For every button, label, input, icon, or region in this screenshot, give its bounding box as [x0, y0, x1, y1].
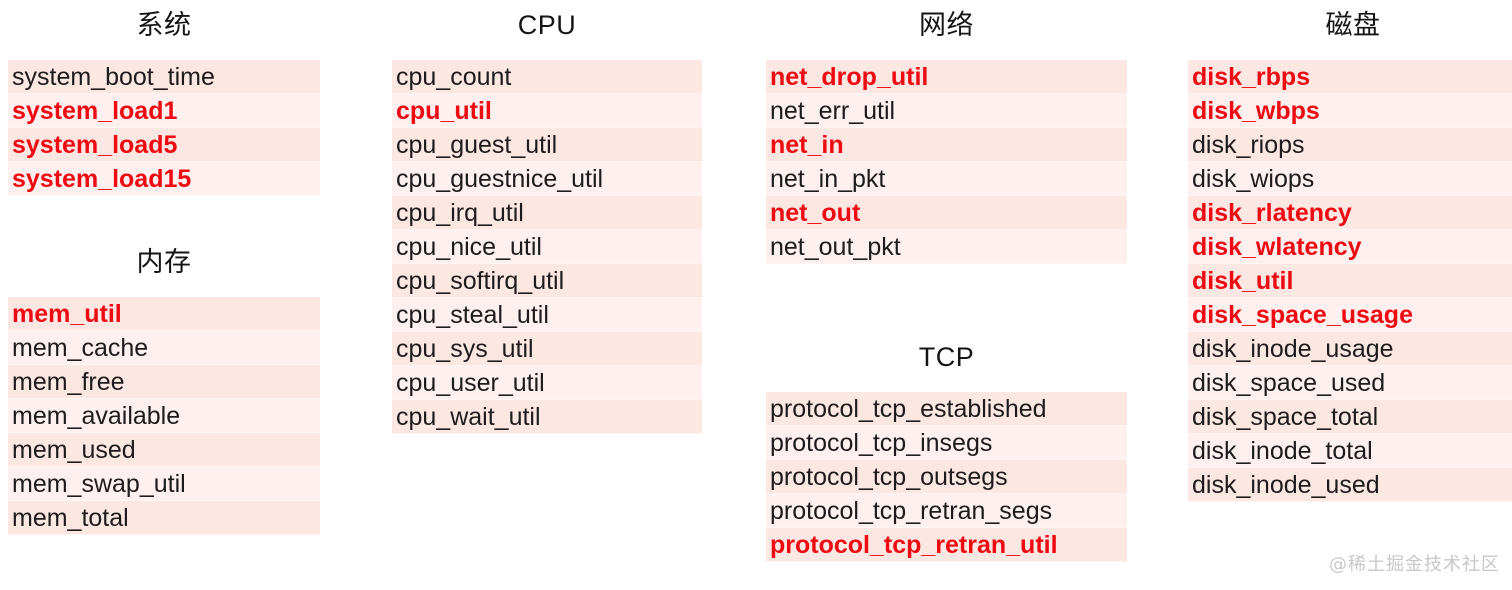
metric-row[interactable]: mem_cache — [8, 331, 320, 365]
metric-row[interactable]: system_load1 — [8, 94, 320, 128]
metric-row[interactable]: cpu_wait_util — [392, 400, 702, 434]
metric-row[interactable]: disk_wbps — [1188, 94, 1512, 128]
metric-row[interactable]: disk_space_used — [1188, 366, 1512, 400]
metric-row[interactable]: mem_swap_util — [8, 467, 320, 501]
metric-row[interactable]: mem_used — [8, 433, 320, 467]
metric-row[interactable]: mem_free — [8, 365, 320, 399]
metric-row[interactable]: mem_available — [8, 399, 320, 433]
title-spacer — [766, 374, 1127, 392]
metric-row[interactable]: protocol_tcp_insegs — [766, 426, 1127, 460]
group-title-disk: 磁盘 — [1325, 10, 1381, 40]
metric-row[interactable]: net_in_pkt — [766, 162, 1127, 196]
group-title-system: 系统 — [136, 10, 192, 40]
metric-row[interactable]: mem_util — [8, 297, 320, 331]
metric-row[interactable]: system_load15 — [8, 162, 320, 196]
title-spacer — [8, 279, 320, 297]
metric-row[interactable]: protocol_tcp_established — [766, 392, 1127, 426]
metric-row[interactable]: net_out_pkt — [766, 230, 1127, 264]
metric-row[interactable]: cpu_guestnice_util — [392, 162, 702, 196]
metric-row[interactable]: cpu_irq_util — [392, 196, 702, 230]
metric-row[interactable]: disk_inode_used — [1188, 468, 1512, 502]
metric-row[interactable]: disk_util — [1188, 264, 1512, 298]
group-title-cpu: CPU — [517, 10, 577, 40]
metric-row[interactable]: cpu_steal_util — [392, 298, 702, 332]
metric-row[interactable]: disk_rbps — [1188, 60, 1512, 94]
title-spacer — [392, 42, 702, 60]
metric-row[interactable]: cpu_user_util — [392, 366, 702, 400]
metric-row[interactable]: disk_inode_usage — [1188, 332, 1512, 366]
metric-row[interactable]: cpu_util — [392, 94, 702, 128]
metric-row[interactable]: disk_rlatency — [1188, 196, 1512, 230]
title-spacer — [8, 42, 320, 60]
metric-row[interactable]: cpu_guest_util — [392, 128, 702, 162]
metric-row[interactable]: net_drop_util — [766, 60, 1127, 94]
metric-row[interactable]: protocol_tcp_retran_util — [766, 528, 1127, 562]
watermark: @稀土掘金技术社区 — [1329, 554, 1500, 575]
metric-row[interactable]: net_in — [766, 128, 1127, 162]
metric-row[interactable]: cpu_softirq_util — [392, 264, 702, 298]
metric-row[interactable]: net_err_util — [766, 94, 1127, 128]
metric-row[interactable]: cpu_sys_util — [392, 332, 702, 366]
metric-row[interactable]: disk_space_total — [1188, 400, 1512, 434]
group-title-memory: 内存 — [136, 247, 192, 277]
metric-row[interactable]: mem_total — [8, 501, 320, 535]
metric-row[interactable]: system_boot_time — [8, 60, 320, 94]
metric-row[interactable]: disk_wiops — [1188, 162, 1512, 196]
group-title-network: 网络 — [919, 10, 974, 40]
group-title-tcp: TCP — [918, 342, 975, 372]
metric-row[interactable]: protocol_tcp_retran_segs — [766, 494, 1127, 528]
metric-row[interactable]: disk_inode_total — [1188, 434, 1512, 468]
metric-row[interactable]: net_out — [766, 196, 1127, 230]
metric-row[interactable]: cpu_nice_util — [392, 230, 702, 264]
metric-row[interactable]: disk_riops — [1188, 128, 1512, 162]
title-spacer — [766, 42, 1127, 60]
title-spacer — [1188, 42, 1512, 60]
metric-row[interactable]: disk_wlatency — [1188, 230, 1512, 264]
metric-row[interactable]: system_load5 — [8, 128, 320, 162]
metric-row[interactable]: protocol_tcp_outsegs — [766, 460, 1127, 494]
metric-row[interactable]: disk_space_usage — [1188, 298, 1512, 332]
metric-row[interactable]: cpu_count — [392, 60, 702, 94]
